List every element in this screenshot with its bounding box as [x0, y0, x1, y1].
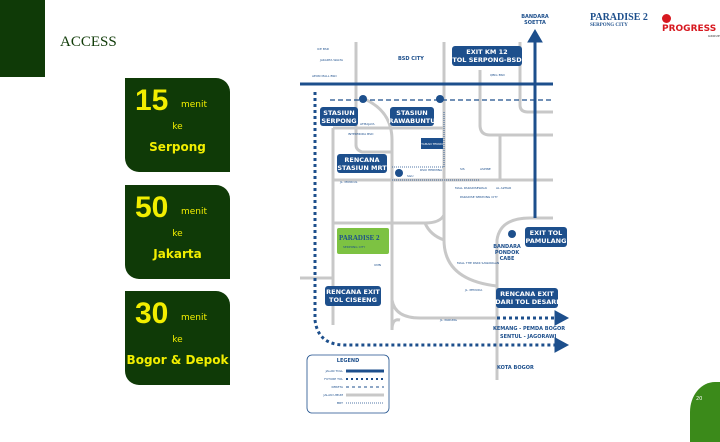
svg-text:JL. MUNCUL: JL. MUNCUL [339, 180, 358, 184]
area-label: BSD CITY [398, 56, 424, 62]
connector: ke [172, 122, 183, 132]
svg-text:QBIG BSD: QBIG BSD [490, 73, 505, 77]
svg-text:MALL THE PARK SAWANGAN: MALL THE PARK SAWANGAN [457, 261, 499, 265]
svg-text:JL. PEMUDA: JL. PEMUDA [464, 288, 483, 292]
minutes-value: 50 [135, 191, 169, 224]
page-title: ACCESS [60, 34, 117, 50]
svg-text:ICE BSD: ICE BSD [317, 47, 330, 51]
svg-text:RENCANA EXIT: RENCANA EXIT [326, 288, 380, 296]
minutes-value: 15 [135, 84, 169, 117]
svg-text:STASIUN: STASIUN [396, 109, 427, 117]
destination: Bogor & Depok [126, 353, 229, 367]
svg-text:STASIUN: STASIUN [323, 109, 354, 117]
svg-text:UMN: UMN [374, 263, 381, 267]
svg-text:KERETA: KERETA [332, 385, 344, 389]
svg-text:INTERMODA BSD: INTERMODA BSD [348, 132, 374, 136]
svg-text:STASIUN MRT: STASIUN MRT [337, 164, 387, 172]
svg-text:RENCANA EXIT: RENCANA EXIT [500, 290, 554, 298]
taman-tekno-label: TAMAN TEKNO [420, 142, 443, 146]
svg-text:MRT: MRT [337, 401, 343, 405]
project-sublabel: SERPONG CITY [343, 245, 365, 249]
project-site [337, 228, 389, 254]
connector: ke [172, 335, 183, 345]
svg-text:FUTURE TOL: FUTURE TOL [324, 377, 343, 381]
airport-icon [508, 230, 516, 238]
project-label: PARADISE 2 [339, 234, 380, 242]
connector: ke [172, 229, 183, 239]
svg-text:CABE: CABE [500, 256, 515, 262]
svg-text:AL AZHAR: AL AZHAR [496, 186, 511, 190]
svg-text:JALAN TOLL: JALAN TOLL [325, 369, 344, 373]
minutes-value: 30 [135, 297, 169, 330]
svg-text:PARADISE SERPONG CITY: PARADISE SERPONG CITY [460, 195, 498, 199]
minutes-unit: menit [181, 207, 208, 217]
legend: LEGEND JALAN TOLL FUTURE TOL KERETA JALA… [306, 354, 390, 414]
svg-text:ATMAJAYA: ATMAJAYA [360, 122, 376, 126]
svg-text:DARI TOL DESARI: DARI TOL DESARI [495, 298, 558, 306]
toll-roads [300, 29, 570, 353]
station-dots [359, 95, 444, 177]
svg-text:TOL SERPONG-BSD: TOL SERPONG-BSD [452, 56, 522, 64]
destination: Jakarta [153, 247, 202, 261]
sentul-label: SENTUL - JAGORAWI [500, 334, 557, 340]
svg-text:RSUI HERMINA: RSUI HERMINA [420, 168, 443, 172]
minutes-unit: menit [181, 313, 208, 323]
svg-text:JAKARTA WALTA: JAKARTA WALTA [319, 58, 344, 62]
svg-text:JALAN UMUM: JALAN UMUM [323, 393, 344, 397]
svg-text:SERPONG: SERPONG [321, 117, 356, 125]
destination: Serpong [149, 140, 206, 154]
svg-text:SGU: SGU [407, 174, 413, 178]
svg-text:BANDARA: BANDARA [493, 244, 521, 250]
svg-text:SOETTA: SOETTA [524, 20, 546, 26]
road-labels: JL. TOL SERPONG - BSD JAKARTA JL. MUNCUL J… [339, 85, 483, 322]
kota-bogor-label: KOTA BOGOR [497, 365, 534, 371]
svg-text:EXIT KM 12: EXIT KM 12 [466, 48, 507, 56]
svg-text:JL. PARUNG: JL. PARUNG [439, 318, 458, 322]
svg-text:AEON MALL BSD: AEON MALL BSD [312, 74, 337, 78]
svg-text:ASPINE: ASPINE [480, 167, 491, 171]
airport-label: BANDARA [521, 14, 549, 20]
svg-text:PONDOK: PONDOK [495, 250, 521, 256]
svg-text:JL. TOL SERPONG - BSD JAKARTA: JL. TOL SERPONG - BSD JAKARTA [359, 85, 409, 89]
minutes-unit: menit [181, 100, 208, 110]
svg-text:TOL CISEENG: TOL CISEENG [329, 296, 377, 304]
svg-text:SIS: SIS [460, 167, 465, 171]
svg-text:MALL PARADISEWALK: MALL PARADISEWALK [455, 186, 488, 190]
svg-text:EXIT TOL: EXIT TOL [530, 229, 563, 237]
corner-block [0, 0, 45, 77]
svg-text:RAWABUNTU: RAWABUNTU [388, 117, 435, 125]
svg-text:RENCANA: RENCANA [344, 156, 379, 164]
kemang-label: KEMANG - PEMDA BOGOR [493, 326, 565, 332]
poi-labels: ICE BSD JAKARTA WALTA AEON MALL BSD QBIG BS… [312, 47, 511, 267]
svg-text:LEGEND: LEGEND [337, 358, 359, 364]
svg-text:PAMULANG: PAMULANG [526, 237, 567, 245]
